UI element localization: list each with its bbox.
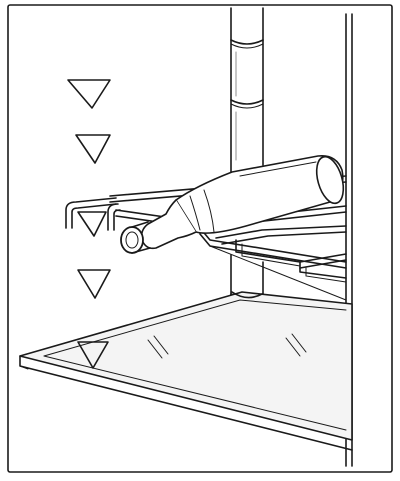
figure-border (7, 4, 393, 473)
triangle-down-icon (67, 79, 111, 109)
glass-shelf (19, 291, 353, 451)
triangle-down-icon (77, 341, 109, 369)
triangle-down-icon (77, 211, 107, 237)
triangle-down-icon (75, 134, 111, 164)
bottle (120, 154, 345, 254)
shelf-position-markers (67, 79, 111, 299)
triangle-down-icon (77, 269, 111, 299)
